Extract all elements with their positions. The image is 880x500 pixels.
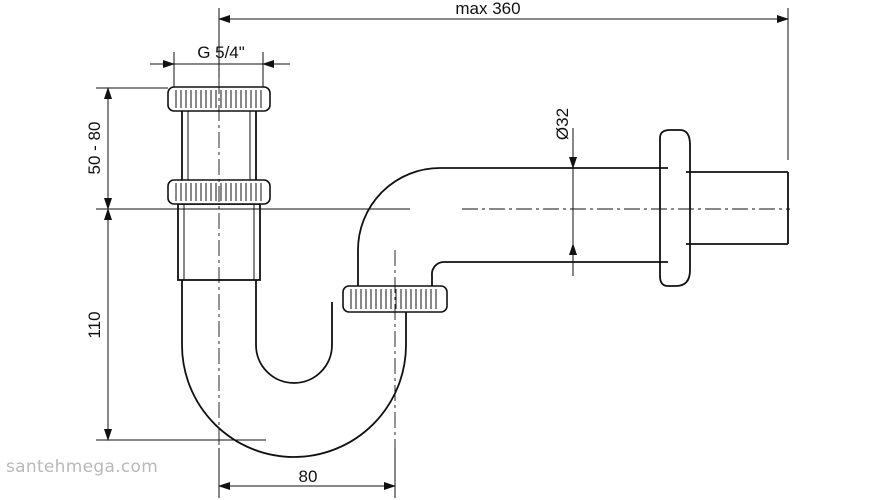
u-bend-outer bbox=[181, 280, 407, 458]
outlet-bend-outer bbox=[357, 167, 668, 290]
label-overall-length: max 360 bbox=[455, 0, 520, 18]
label-height-adjust: 50 - 80 bbox=[85, 122, 104, 175]
wall-rosette bbox=[659, 129, 691, 287]
label-trap-offset: 80 bbox=[299, 467, 318, 486]
extension-lines bbox=[96, 8, 789, 498]
center-lines bbox=[218, 78, 790, 448]
u-bend-inner bbox=[255, 280, 333, 384]
outlet-bend-inner bbox=[431, 261, 668, 290]
watermark: santehmega.com bbox=[6, 457, 159, 477]
label-trap-height: 110 bbox=[85, 311, 104, 338]
label-thread-size: G 5/4" bbox=[197, 43, 245, 62]
label-pipe-diameter: Ø32 bbox=[553, 108, 572, 140]
siphon-body bbox=[177, 110, 789, 458]
dimension-lines bbox=[104, 15, 789, 490]
